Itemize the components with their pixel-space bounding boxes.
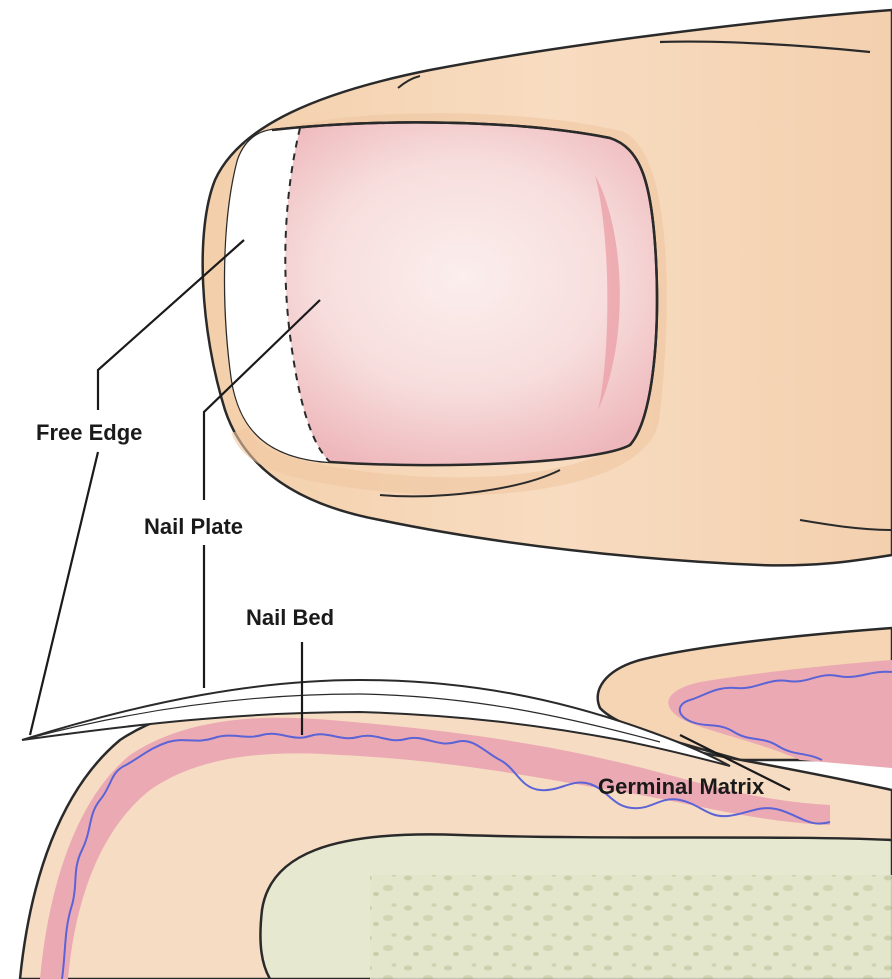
label-germinal-matrix: Germinal Matrix bbox=[598, 774, 765, 799]
label-free-edge: Free Edge bbox=[36, 420, 142, 445]
finger-top-view bbox=[203, 10, 892, 565]
leader-free-edge-bottom bbox=[30, 452, 98, 735]
bone-marrow bbox=[370, 875, 892, 979]
label-nail-bed: Nail Bed bbox=[246, 605, 334, 630]
label-nail-plate: Nail Plate bbox=[144, 514, 243, 539]
cross-section-view bbox=[20, 628, 892, 979]
